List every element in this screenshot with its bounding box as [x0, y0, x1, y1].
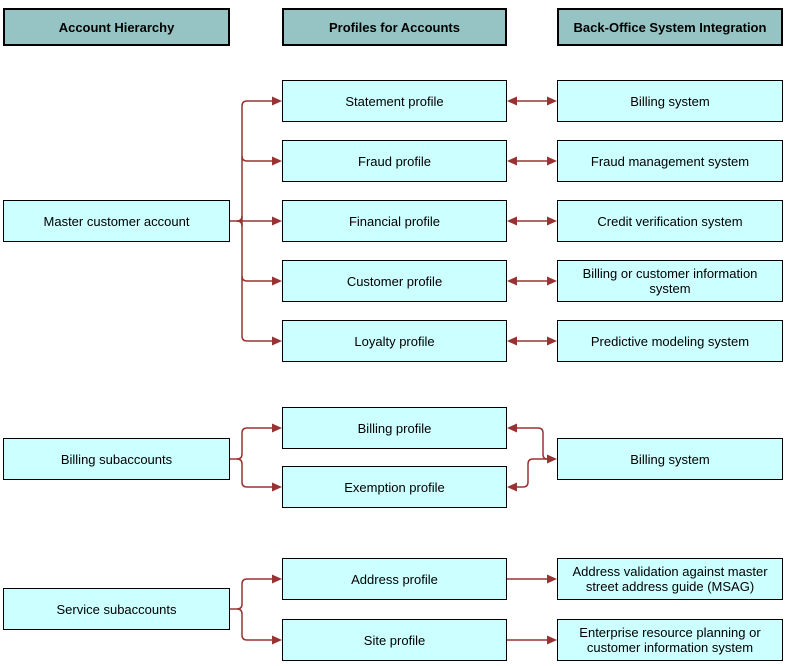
node-billing-profile: Billing profile [282, 407, 507, 449]
node-predictive-modeling-system: Predictive modeling system [557, 320, 783, 362]
connector-billing-profiles-to-billing-system [507, 423, 557, 492]
connector-site-profile-to-erp [507, 635, 557, 645]
node-loyalty-profile: Loyalty profile [282, 320, 507, 362]
node-billing-system-mid: Billing system [557, 438, 783, 480]
connector-address-profile-to-msag [507, 574, 557, 584]
node-address-validation-msag: Address validation against master street… [557, 558, 783, 600]
node-erp-or-customer-information-system: Enterprise resource planning or customer… [557, 619, 783, 661]
node-billing-subaccounts: Billing subaccounts [3, 438, 230, 480]
node-billing-or-customer-information-system: Billing or customer information system [557, 260, 783, 302]
header-account-hierarchy: Account Hierarchy [3, 8, 230, 46]
node-fraud-profile: Fraud profile [282, 140, 507, 182]
connector-master-to-profiles [230, 96, 282, 346]
connector-profiles-to-systems [507, 96, 557, 346]
node-address-profile: Address profile [282, 558, 507, 600]
node-fraud-management-system: Fraud management system [557, 140, 783, 182]
node-financial-profile: Financial profile [282, 200, 507, 242]
header-back-office-system-integration: Back-Office System Integration [557, 8, 783, 46]
node-exemption-profile: Exemption profile [282, 466, 507, 508]
header-profiles-for-accounts: Profiles for Accounts [282, 8, 507, 46]
node-master-customer-account: Master customer account [3, 200, 230, 242]
node-site-profile: Site profile [282, 619, 507, 661]
node-billing-system-top: Billing system [557, 80, 783, 122]
node-customer-profile: Customer profile [282, 260, 507, 302]
node-statement-profile: Statement profile [282, 80, 507, 122]
connector-service-subaccounts-to-profiles [230, 574, 282, 645]
connector-billing-subaccounts-to-profiles [230, 423, 282, 492]
node-credit-verification-system: Credit verification system [557, 200, 783, 242]
node-service-subaccounts: Service subaccounts [3, 588, 230, 630]
